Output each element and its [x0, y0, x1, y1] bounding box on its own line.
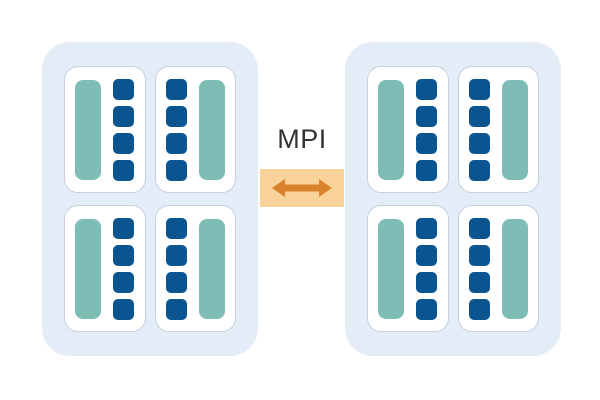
core-square — [165, 217, 187, 239]
node-card[interactable] — [64, 205, 146, 332]
core-square — [113, 105, 135, 127]
accelerator-bar — [75, 218, 102, 319]
core-square — [113, 244, 135, 266]
core-square — [416, 105, 438, 127]
core-square — [165, 298, 187, 320]
core-square — [113, 271, 135, 293]
node-card[interactable] — [457, 66, 539, 193]
core-column — [165, 78, 187, 181]
core-square — [165, 159, 187, 181]
node-card[interactable] — [64, 66, 146, 193]
core-square — [113, 298, 135, 320]
core-square — [468, 159, 490, 181]
right-cluster — [345, 42, 561, 356]
core-column — [468, 78, 490, 181]
core-square — [113, 132, 135, 154]
core-square — [468, 78, 490, 100]
left-cluster — [42, 42, 258, 356]
core-column — [416, 217, 438, 320]
core-square — [165, 78, 187, 100]
core-square — [468, 105, 490, 127]
core-column — [165, 217, 187, 320]
double-headed-horizontal-arrow-icon — [271, 177, 333, 199]
core-square — [165, 105, 187, 127]
mpi-arrow-band — [260, 169, 344, 207]
core-square — [416, 217, 438, 239]
accelerator-bar — [501, 218, 528, 319]
core-square — [468, 244, 490, 266]
core-square — [165, 132, 187, 154]
core-square — [165, 271, 187, 293]
core-square — [165, 244, 187, 266]
core-square — [416, 271, 438, 293]
core-column — [113, 78, 135, 181]
core-square — [416, 78, 438, 100]
core-column — [416, 78, 438, 181]
accelerator-bar — [198, 79, 225, 180]
accelerator-bar — [501, 79, 528, 180]
core-square — [113, 217, 135, 239]
core-column — [468, 217, 490, 320]
mpi-label: MPI — [277, 124, 327, 154]
core-square — [416, 159, 438, 181]
core-square — [468, 298, 490, 320]
accelerator-bar — [378, 218, 405, 319]
mpi-interconnect: MPI — [258, 126, 346, 221]
node-card[interactable] — [457, 205, 539, 332]
node-card[interactable] — [154, 205, 236, 332]
core-square — [468, 132, 490, 154]
core-column — [113, 217, 135, 320]
core-square — [113, 78, 135, 100]
node-card[interactable] — [367, 66, 449, 193]
accelerator-bar — [75, 79, 102, 180]
accelerator-bar — [378, 79, 405, 180]
core-square — [468, 217, 490, 239]
core-square — [416, 244, 438, 266]
core-square — [416, 132, 438, 154]
node-card[interactable] — [367, 205, 449, 332]
core-square — [416, 298, 438, 320]
core-square — [468, 271, 490, 293]
accelerator-bar — [198, 218, 225, 319]
core-square — [113, 159, 135, 181]
node-card[interactable] — [154, 66, 236, 193]
